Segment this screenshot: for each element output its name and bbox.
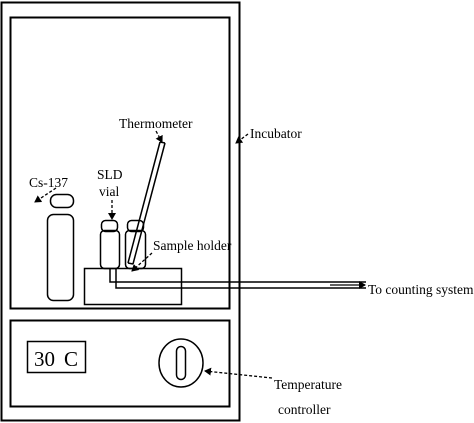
cs137-label: Cs-137: [29, 175, 68, 190]
incubator-chamber: [9, 16, 231, 310]
sld-vial-cap: [100, 219, 119, 233]
counting-system-label: To counting system: [368, 282, 474, 297]
control-panel: [9, 319, 231, 408]
display-value: 30: [34, 347, 55, 371]
sample-holder-label: Sample holder: [153, 238, 232, 253]
temperature-knob: [158, 338, 204, 388]
temperature-label-line2: controller: [278, 402, 331, 417]
temperature-callout-arrow: [204, 367, 273, 379]
sld-label-line2: vial: [99, 184, 119, 199]
sample-holder-callout-arrow: [131, 252, 153, 272]
cs137-source-cylinder: [46, 213, 75, 302]
temperature-label-line1: Temperature: [274, 377, 342, 392]
sample-holder: [83, 267, 183, 306]
display-unit: C: [64, 347, 78, 371]
cs137-callout-arrow: [34, 187, 57, 203]
incubator-callout-arrow: [235, 133, 249, 144]
thermometer-callout-arrow: [155, 130, 163, 143]
thermometer-label: Thermometer: [119, 116, 193, 131]
counting-tube: [109, 268, 366, 289]
sld-vial: [99, 229, 121, 270]
cs137-source-cap: [49, 193, 75, 209]
incubator-outer-frame: [0, 1, 241, 422]
sld-label-line1: SLD: [97, 167, 123, 182]
incubator-label: Incubator: [250, 126, 302, 141]
temperature-display: [26, 340, 87, 374]
